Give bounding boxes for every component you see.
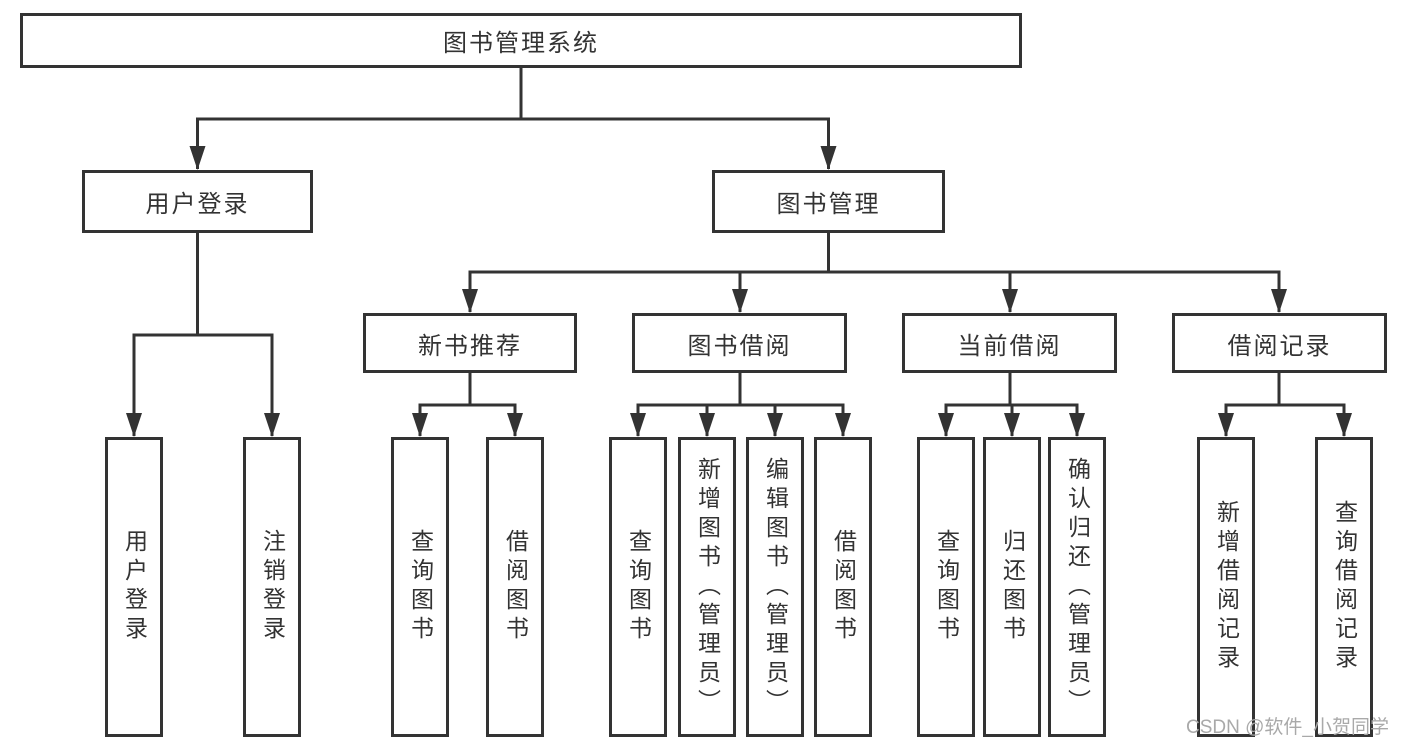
vertical-label: 借阅图书: [830, 529, 857, 645]
arrowheads: [126, 146, 1352, 437]
vertical-label: 注销登录: [259, 529, 286, 645]
node-new-book-recommendation: 新书推荐: [363, 313, 577, 373]
leaf-borrowing-add-books-admin: 新增图书（管理员）: [678, 437, 736, 737]
vertical-label: 查询借阅记录: [1331, 500, 1358, 674]
node-library-system: 图书管理系统: [20, 13, 1022, 68]
node-book-management: 图书管理: [712, 170, 945, 233]
node-book-borrowing: 图书借阅: [632, 313, 847, 373]
leaf-borrowing-query-books: 查询图书: [609, 437, 667, 737]
vertical-label: 用户登录: [121, 529, 148, 645]
leaf-current-query-books: 查询图书: [917, 437, 975, 737]
leaf-logout: 注销登录: [243, 437, 301, 737]
leaf-current-return-books: 归还图书: [983, 437, 1041, 737]
connector-root-to-level2: [196, 68, 830, 169]
vertical-label: 归还图书: [999, 529, 1026, 645]
leaf-current-confirm-return-admin: 确认归还（管理员）: [1048, 437, 1106, 737]
leaf-records-add-record: 新增借阅记录: [1197, 437, 1255, 737]
connector-book-management-to-level3: [468, 233, 1281, 312]
vertical-label: 查询图书: [625, 529, 652, 645]
vertical-label: 新增借阅记录: [1213, 500, 1240, 674]
vertical-label: 确认归还（管理员）: [1064, 456, 1091, 718]
leaf-recommend-query-books: 查询图书: [391, 437, 449, 737]
vertical-label: 查询图书: [407, 529, 434, 645]
vertical-label: 借阅图书: [502, 529, 529, 645]
vertical-label: 编辑图书（管理员）: [762, 456, 789, 718]
leaf-user-login: 用户登录: [105, 437, 163, 737]
connector-user-login-to-leaves: [132, 233, 274, 436]
node-current-borrowing: 当前借阅: [902, 313, 1117, 373]
leaf-borrowing-borrow-books: 借阅图书: [814, 437, 872, 737]
node-user-login: 用户登录: [82, 170, 313, 233]
connector-recommend-to-leaves: [418, 373, 517, 436]
vertical-label: 查询图书: [933, 529, 960, 645]
leaf-records-query-record: 查询借阅记录: [1315, 437, 1373, 737]
leaf-recommend-borrow-books: 借阅图书: [486, 437, 544, 737]
leaf-borrowing-edit-books-admin: 编辑图书（管理员）: [746, 437, 804, 737]
node-borrowing-records: 借阅记录: [1172, 313, 1387, 373]
connector-borrowing-to-leaves: [636, 373, 845, 436]
vertical-label: 新增图书（管理员）: [694, 456, 721, 718]
connector-records-to-leaves: [1224, 373, 1346, 436]
